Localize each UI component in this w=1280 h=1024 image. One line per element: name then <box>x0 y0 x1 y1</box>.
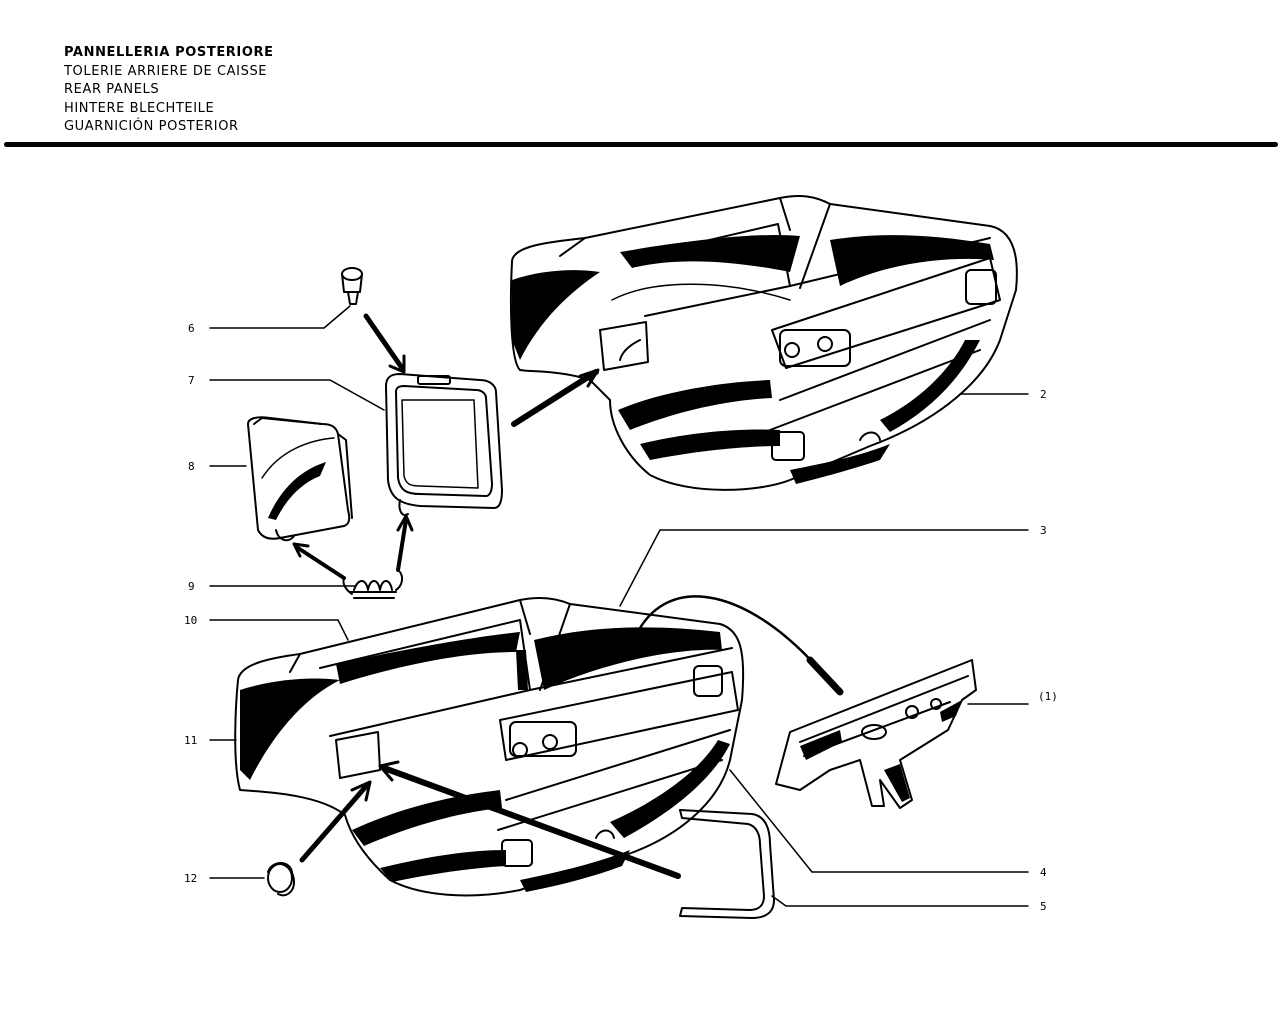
callout-4: 4 <box>1040 866 1047 879</box>
title-italian: PANNELLERIA POSTERIORE <box>64 45 274 60</box>
rear-body-upper-shading <box>512 234 994 484</box>
callout-2: 2 <box>1040 388 1047 401</box>
fuel-door-frame <box>385 373 503 516</box>
title-english: REAR PANELS <box>64 82 160 97</box>
arrow-to-bracket <box>628 595 838 692</box>
arrow-to-lower-opening <box>381 765 681 879</box>
callout-1: (1) <box>1038 690 1058 703</box>
rubber-cap <box>267 862 295 897</box>
callout-6: 6 <box>188 322 195 335</box>
callout-8: 8 <box>188 460 195 473</box>
title-french: TOLERIE ARRIERE DE CAISSE <box>64 63 268 79</box>
leader-lines <box>209 305 1029 907</box>
callout-5: 5 <box>1040 900 1047 913</box>
title-spanish: GUARNICIÓN POSTERIOR <box>64 119 239 134</box>
arrow-to-fuel-door-opening <box>511 369 599 427</box>
spring <box>342 571 404 599</box>
arrow-from-cap <box>299 781 371 863</box>
callout-11: 11 <box>184 734 197 747</box>
bracket-shading <box>800 700 962 802</box>
callout-7: 7 <box>188 374 195 387</box>
callout-9: 9 <box>188 580 195 593</box>
title-german: HINTERE BLECHTEILE <box>64 100 215 116</box>
rear-body-lower-shading <box>240 627 730 892</box>
callout-12: 12 <box>184 872 197 885</box>
callout-3: 3 <box>1040 524 1047 537</box>
fuel-door-lid <box>247 416 353 542</box>
rear-crossmember-bracket <box>775 659 977 809</box>
fuel-door-lid-shading <box>268 462 326 520</box>
header: PANNELLERIA POSTERIORE TOLERIE ARRIERE D… <box>64 44 274 137</box>
seal-strip <box>679 809 775 919</box>
callout-10: 10 <box>184 614 197 627</box>
push-button <box>341 267 363 305</box>
header-rule <box>4 142 1278 147</box>
